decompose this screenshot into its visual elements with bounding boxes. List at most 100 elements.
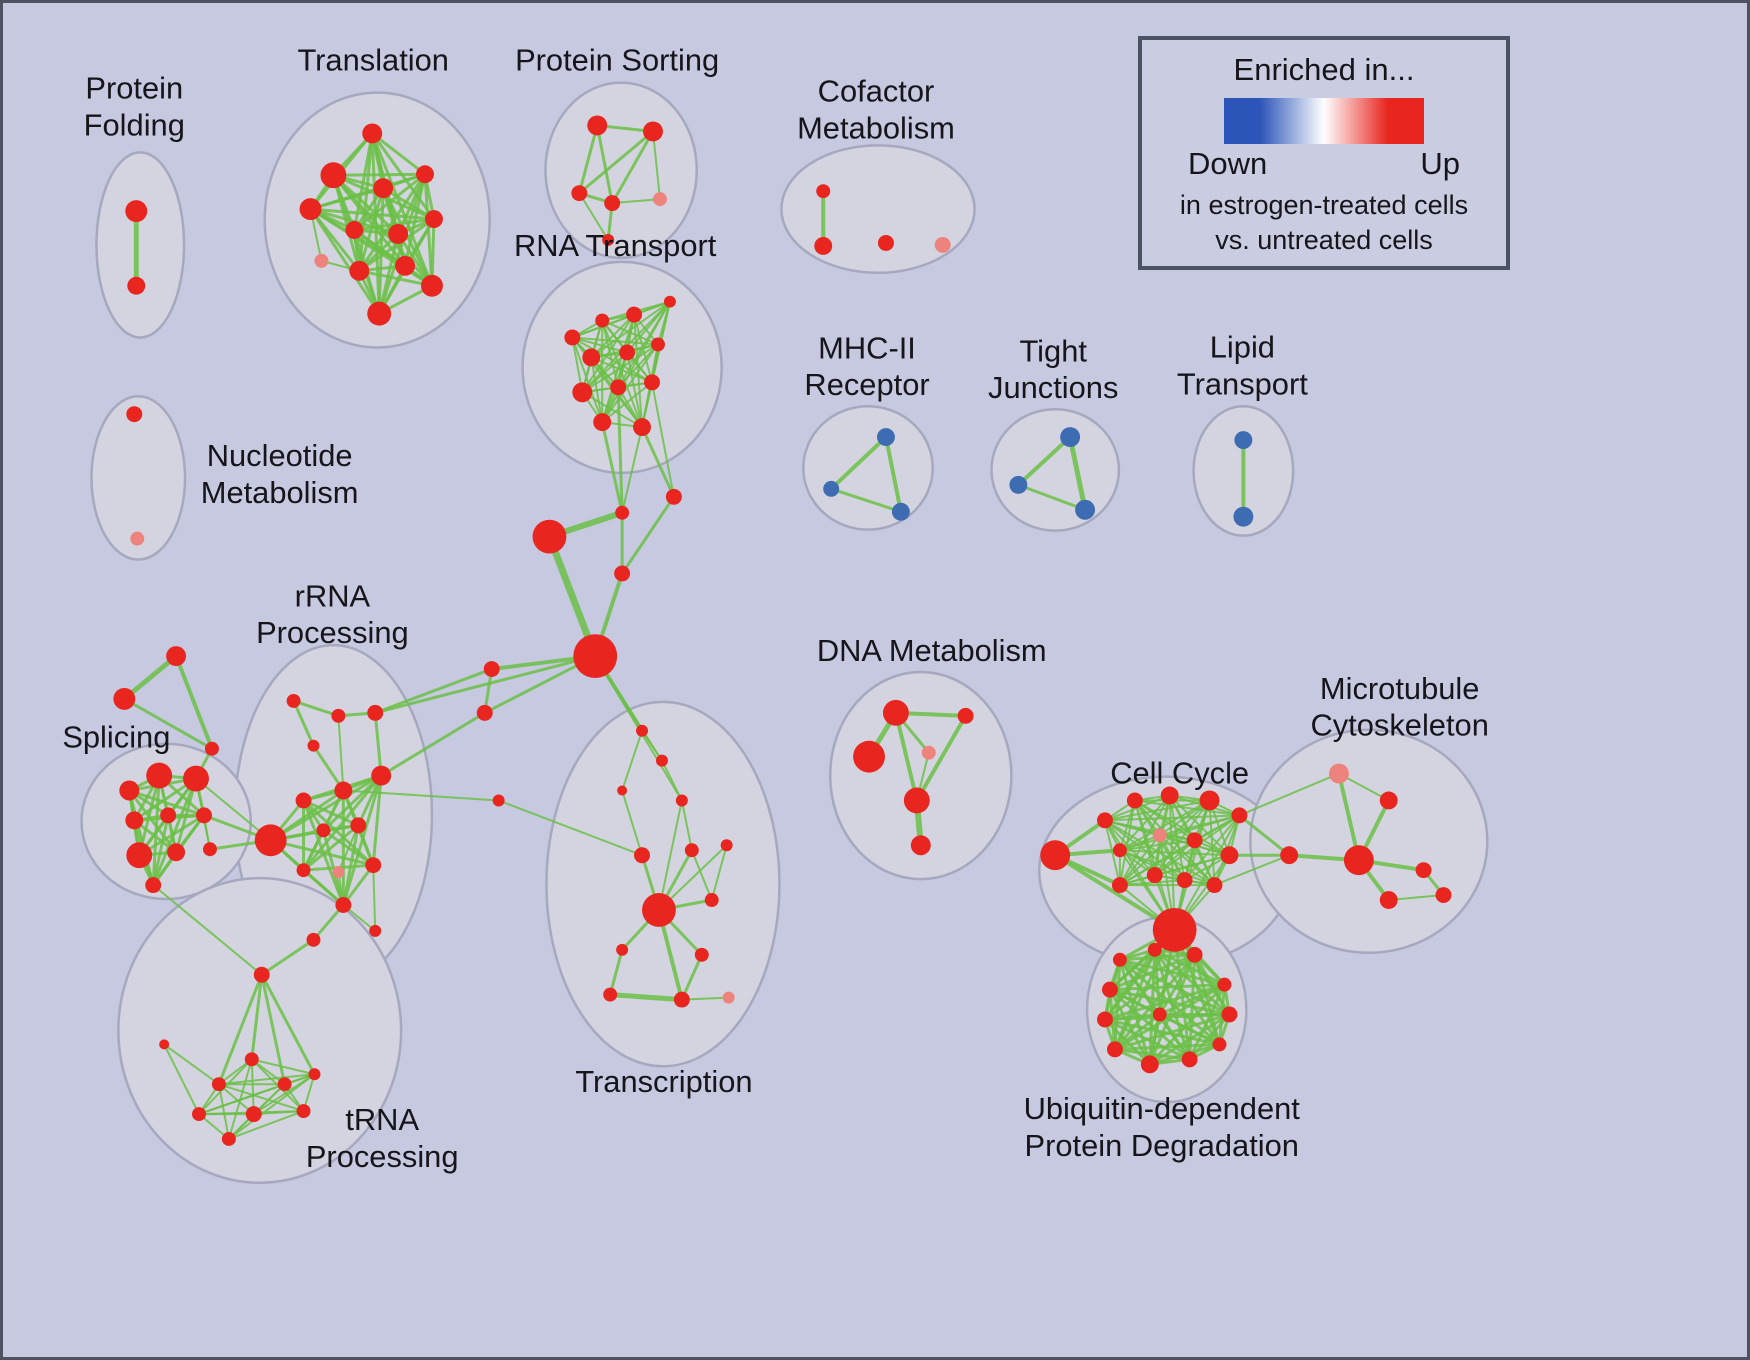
node-tn1 [253, 966, 270, 983]
edge [497, 799, 644, 857]
node-tn10 [221, 1131, 236, 1146]
edge [620, 495, 676, 575]
edge [680, 799, 693, 852]
node-ub12 [1152, 1007, 1167, 1022]
node-ub4 [1101, 981, 1118, 998]
node-t11 [395, 255, 416, 276]
node-dm1 [882, 699, 909, 726]
edge [1103, 1018, 1152, 1066]
node-dm2 [957, 707, 974, 724]
node-rt4 [663, 295, 676, 308]
node-t2 [320, 162, 347, 189]
node-cc7 [1112, 843, 1127, 858]
node-cc3 [1126, 792, 1143, 809]
node-s10 [202, 842, 217, 857]
edge [352, 172, 427, 232]
node-cf3 [877, 234, 894, 251]
node-t6 [345, 221, 364, 239]
edge [371, 774, 383, 867]
node-rr4 [307, 739, 320, 752]
node-t1 [362, 123, 383, 144]
edge [1213, 854, 1291, 887]
node-rt9 [610, 379, 627, 396]
node-x2 [113, 687, 136, 710]
node-s8 [167, 843, 186, 862]
edge [1118, 849, 1216, 887]
edge [1118, 834, 1161, 887]
edge [321, 774, 383, 832]
node-rr6 [334, 781, 353, 800]
edge [357, 172, 427, 273]
edge [1238, 772, 1340, 817]
edge [1103, 1018, 1221, 1046]
node-t7 [388, 224, 409, 244]
cluster-label-cell-cycle: Cell Cycle [1110, 756, 1249, 791]
node-ub10 [1181, 1051, 1198, 1068]
node-tj2 [1009, 475, 1028, 494]
edge [127, 789, 178, 854]
edge [122, 697, 214, 751]
node-dm4 [921, 745, 936, 760]
legend-caption-line2: vs. untreated cells [1215, 225, 1433, 255]
edge [373, 711, 383, 778]
edge [660, 759, 683, 802]
node-tc1 [636, 724, 649, 737]
node-ps6 [602, 233, 615, 246]
node-cc10 [1220, 846, 1239, 865]
edge [269, 774, 383, 842]
cluster-label-rna-transport: RNA Transport [514, 228, 717, 263]
edge [1208, 799, 1216, 887]
node-ub8 [1106, 1041, 1123, 1058]
node-ub6 [1097, 1011, 1113, 1028]
edge [163, 1043, 200, 1116]
node-mc5 [1415, 862, 1432, 879]
edge [611, 198, 661, 205]
node-rr2 [331, 708, 346, 723]
edge [292, 699, 340, 718]
node-rt2 [595, 313, 610, 328]
edge [1158, 814, 1241, 837]
edge [137, 774, 161, 857]
node-tc13 [673, 991, 690, 1008]
edge [302, 868, 345, 907]
edge [1113, 1042, 1221, 1051]
node-tc7 [720, 839, 733, 852]
node-s3 [183, 765, 209, 792]
node-tn4 [211, 1077, 226, 1092]
cluster-ellipse-tight-junctions [990, 407, 1121, 532]
edge [302, 798, 375, 867]
node-x1 [166, 646, 187, 667]
edge [601, 381, 653, 424]
edge [1118, 799, 1211, 852]
node-ub2 [1147, 942, 1162, 957]
edge [590, 300, 671, 359]
edge [370, 131, 427, 176]
legend-gradient-bar [1224, 98, 1424, 144]
node-dm6 [910, 835, 931, 856]
legend-up-label: Up [1420, 146, 1460, 181]
edge [311, 744, 345, 793]
edge [121, 653, 179, 702]
edge [893, 710, 919, 803]
edge [1133, 799, 1241, 817]
edge [217, 973, 264, 1086]
legend-down-label: Down [1188, 146, 1268, 181]
edge [1053, 853, 1177, 932]
edge [641, 729, 663, 762]
cluster-label-protein-sorting: Protein Sorting [515, 43, 719, 78]
edge [610, 129, 655, 205]
node-rr8 [316, 823, 331, 838]
edge [640, 425, 676, 499]
edge [373, 654, 597, 715]
node-t13 [367, 301, 392, 326]
edge [1158, 799, 1211, 837]
edge [341, 863, 375, 907]
cluster-ellipse-transcription [545, 700, 781, 1068]
edge [337, 824, 360, 874]
edge [577, 129, 655, 195]
edge [352, 217, 436, 232]
node-s1 [119, 780, 140, 801]
